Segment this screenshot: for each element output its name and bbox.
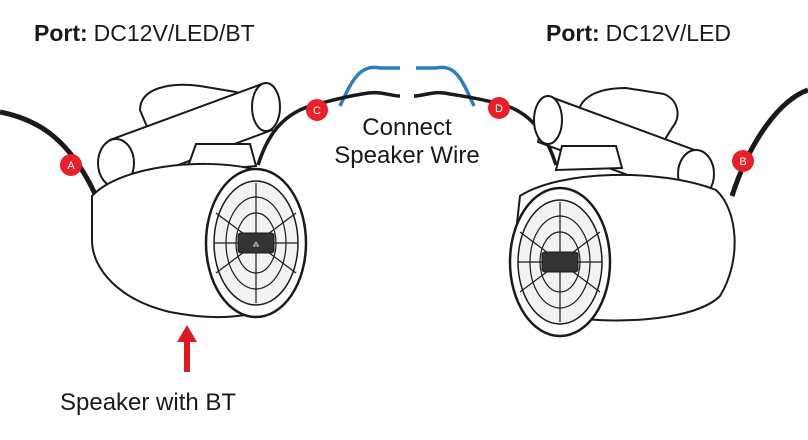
badge-c-letter: C — [313, 105, 321, 117]
badge-b-letter: B — [739, 156, 746, 168]
badge-d: D — [488, 97, 510, 119]
right-port-value: DC12V/LED — [605, 20, 731, 46]
blue-speaker-wire — [338, 65, 476, 107]
connect-caption-line1: Connect — [362, 114, 452, 141]
right-speaker — [508, 86, 736, 338]
left-power-wire — [0, 109, 99, 198]
right-port-label: Port:DC12V/LED — [546, 20, 731, 47]
left-port-prefix: Port: — [34, 20, 88, 46]
left-port-value: DC12V/LED/BT — [93, 20, 255, 46]
badge-a-letter: A — [67, 160, 75, 172]
connect-caption-line2: Speaker Wire — [334, 142, 480, 169]
right-power-wire — [729, 87, 808, 197]
left-port-label: Port:DC12V/LED/BT — [34, 20, 255, 47]
svg-text:⁂: ⁂ — [253, 241, 260, 249]
left-speaker: ⁂ — [91, 82, 308, 319]
connect-speaker-wire-caption: Connect Speaker Wire — [322, 114, 492, 170]
badge-b: B — [732, 150, 754, 172]
up-arrow-icon — [177, 325, 197, 372]
speaker-with-bt-caption: Speaker with BT — [60, 389, 237, 416]
badge-c: C — [306, 99, 328, 121]
right-port-prefix: Port: — [546, 20, 600, 46]
badge-a: A — [60, 154, 82, 176]
badge-d-letter: D — [495, 103, 503, 115]
left-speaker-wire — [256, 90, 401, 166]
